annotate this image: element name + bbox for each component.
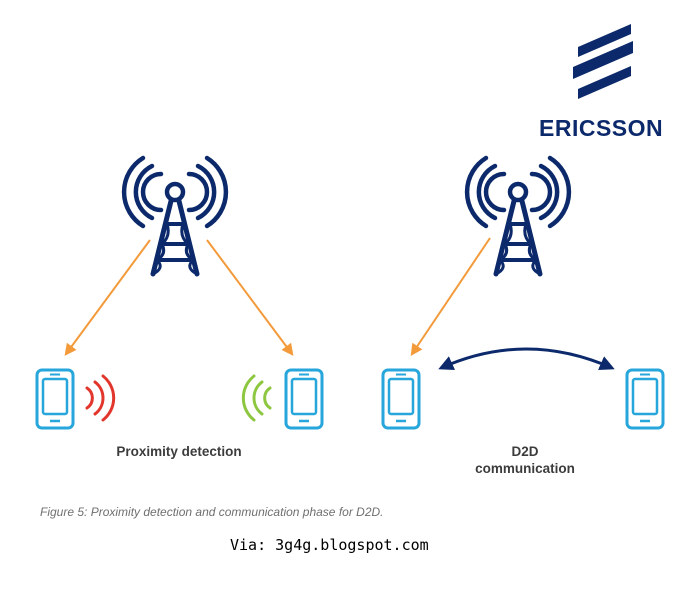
smartphone-icon: [625, 368, 665, 430]
smartphone-icon: [284, 368, 324, 430]
ericsson-wordmark: ERICSSON: [539, 115, 664, 141]
cell-tower-icon: [467, 158, 569, 274]
downlink-arrow-right: [206, 239, 294, 356]
smartphone-icon: [381, 368, 421, 430]
d2d-link-arrow: [438, 347, 615, 371]
downlink-arrow-d2d: [410, 237, 491, 356]
smartphone-icon: [35, 368, 75, 430]
figure-caption: Figure 5: Proximity detection and commun…: [40, 505, 384, 519]
cell-tower-icon: [124, 158, 226, 274]
ericsson-logo-icon: [573, 24, 633, 99]
signal-waves-icon: [85, 374, 116, 422]
downlink-arrow-left: [64, 239, 151, 356]
proximity-detection-label: Proximity detection: [116, 444, 242, 459]
via-source: Via: 3g4g.blogspot.com: [230, 536, 429, 554]
d2d-label-line1: D2D: [511, 444, 539, 459]
signal-waves-icon: [241, 374, 272, 422]
d2d-label-line2: communication: [475, 461, 575, 476]
